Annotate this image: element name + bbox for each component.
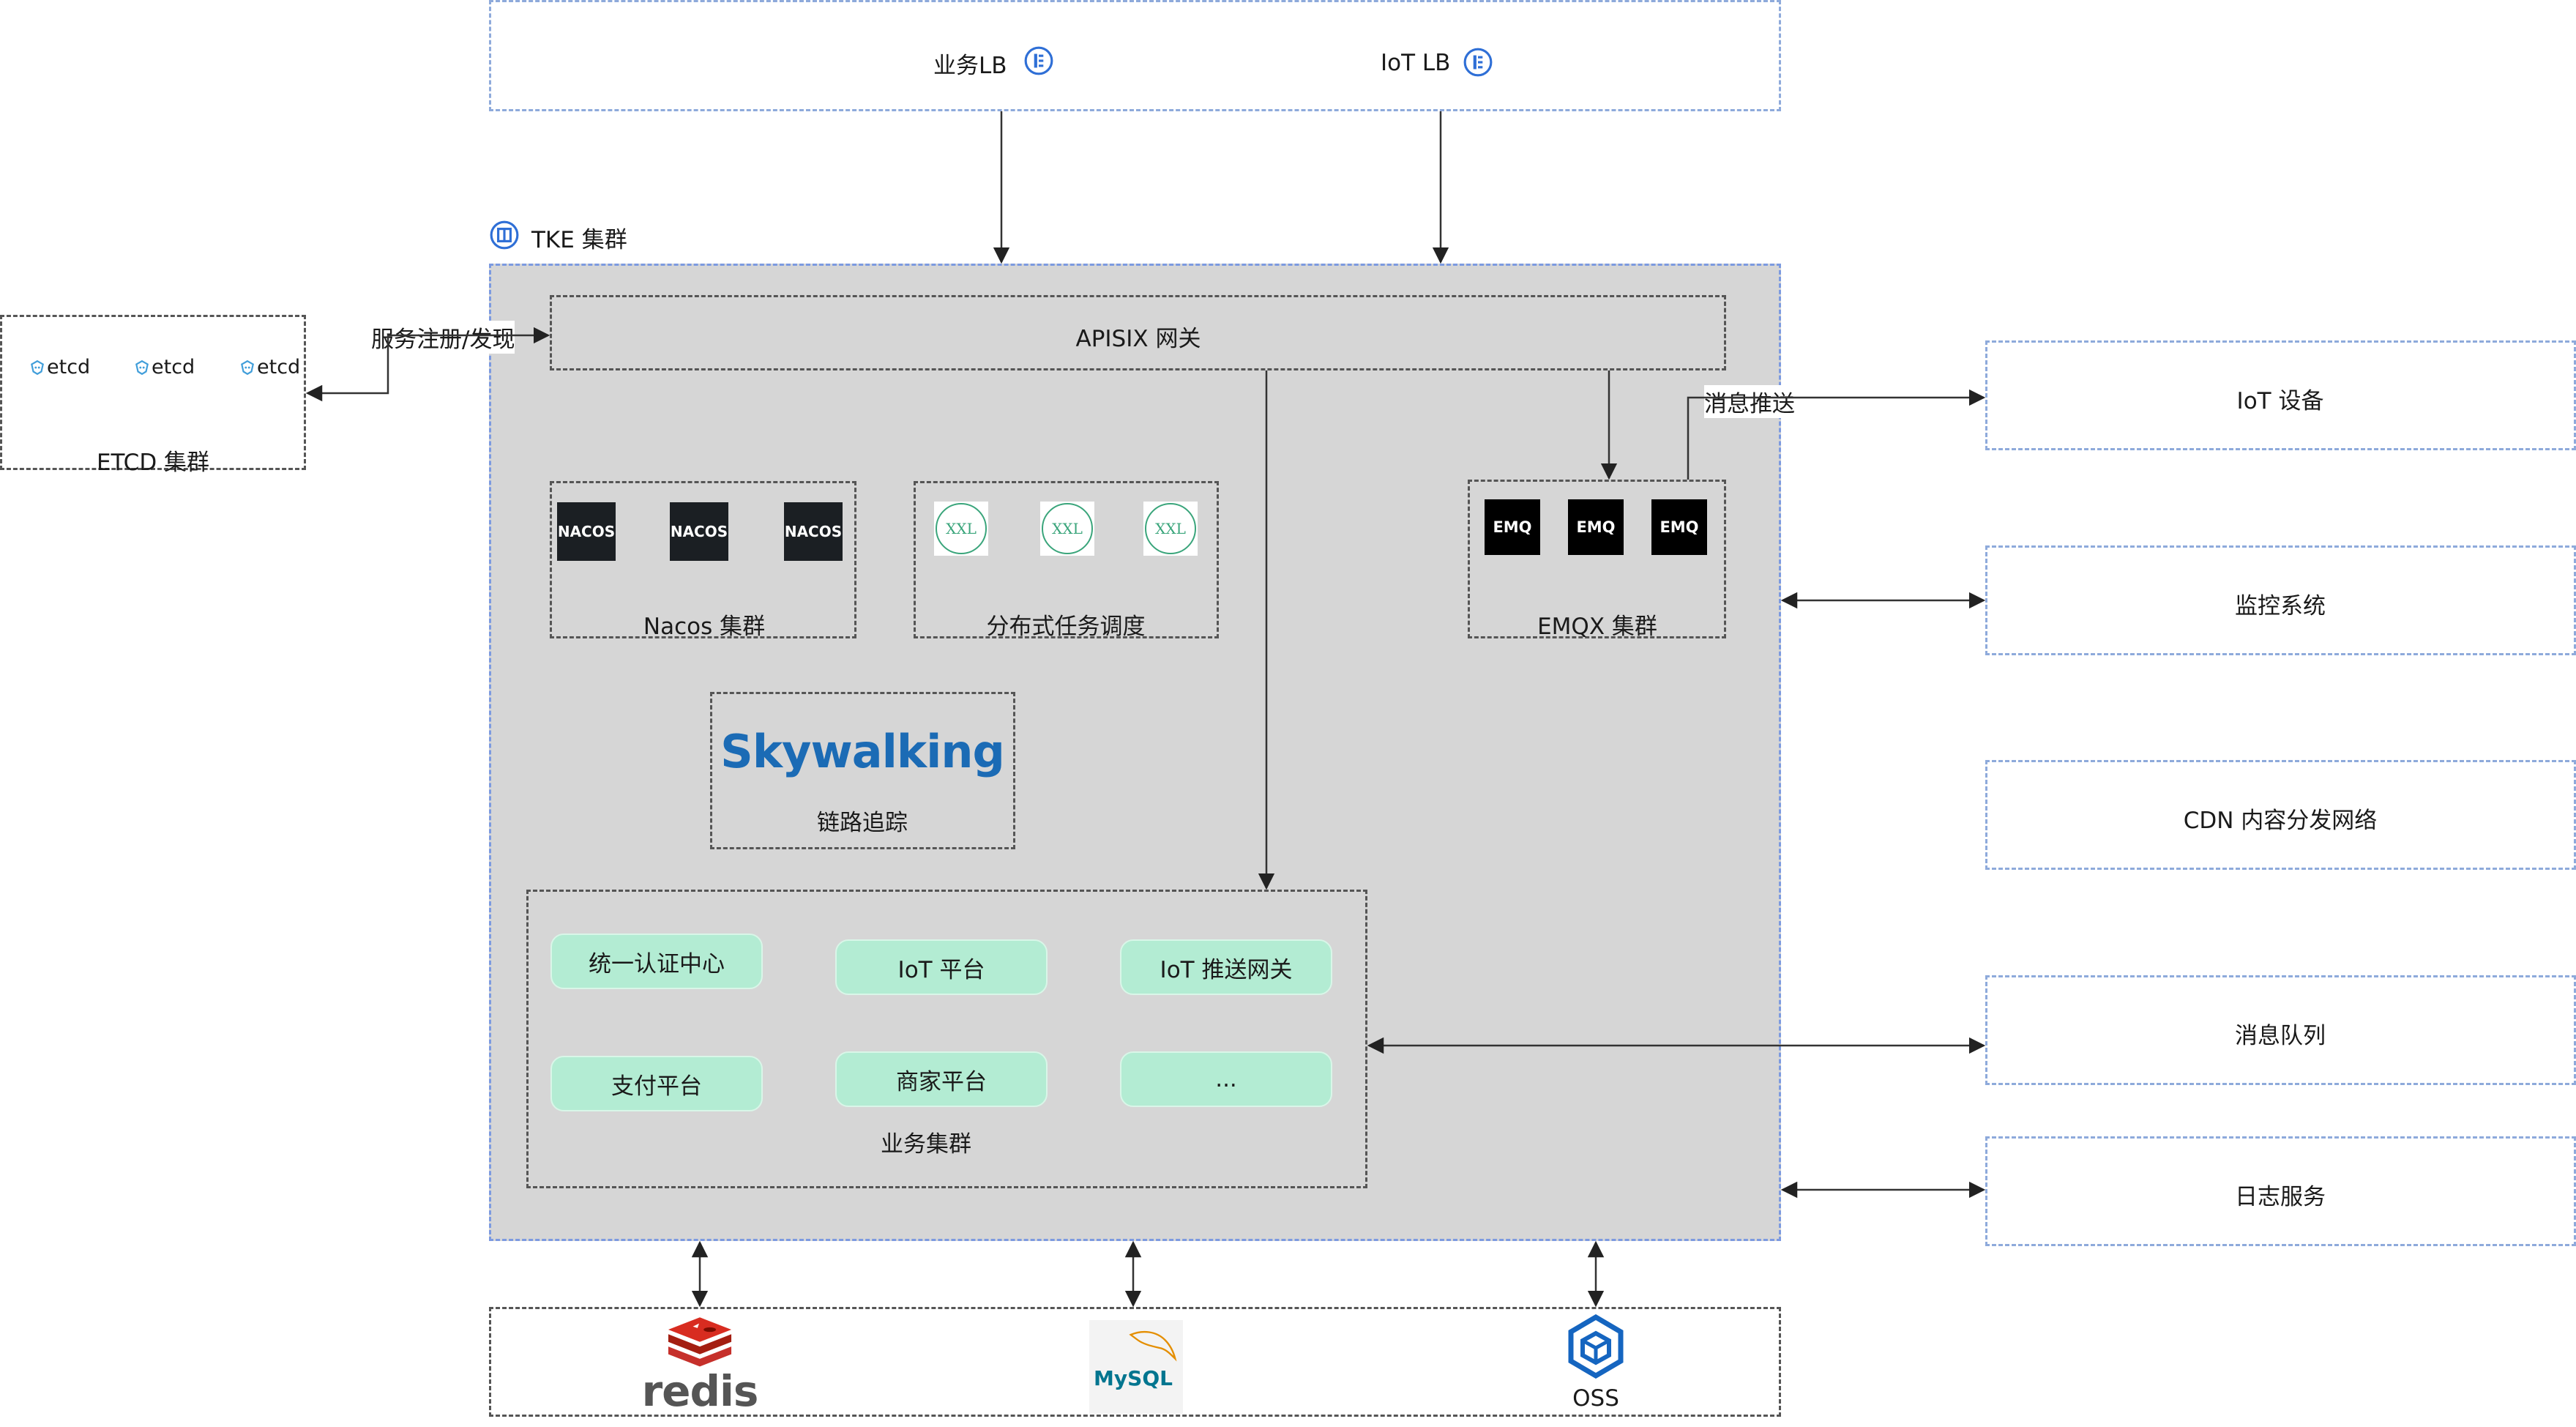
- etcd-cluster: [0, 315, 306, 470]
- iot-lb-label: IoT LB: [1381, 50, 1451, 76]
- xxl-job-logo-text: XXL: [1145, 503, 1196, 554]
- nacos-logo-icon: NACOS: [557, 502, 616, 561]
- logging-box: [1985, 1136, 2576, 1246]
- service-payment-platform: 支付平台: [550, 1056, 763, 1111]
- iot-device-box: [1985, 340, 2576, 450]
- oss-label: OSS: [1572, 1385, 1619, 1412]
- logging-label: 日志服务: [2235, 1184, 2326, 1210]
- task-scheduler-label: 分布式任务调度: [986, 614, 1146, 640]
- nacos-cluster-label: Nacos 集群: [643, 614, 766, 640]
- emq-logo-icon: EMQ: [1568, 499, 1624, 555]
- oss-icon: [1568, 1314, 1624, 1379]
- load-balancer-icon: [1463, 48, 1493, 77]
- service-iot-push-gateway: IoT 推送网关: [1120, 939, 1332, 995]
- load-balancer-box: [489, 0, 1781, 111]
- redis-label: redis: [641, 1366, 759, 1416]
- xxl-job-logo-icon: XXL: [1040, 502, 1094, 556]
- nacos-logo-icon: NACOS: [670, 502, 728, 561]
- xxl-job-logo-icon: XXL: [934, 502, 988, 556]
- tke-cluster-icon: [490, 220, 519, 250]
- mysql-dolphin-icon: [1129, 1330, 1177, 1362]
- task-scheduler-cluster: [914, 481, 1219, 638]
- etcd-icon: [31, 359, 44, 375]
- xxl-job-logo-icon: XXL: [1143, 502, 1198, 556]
- emq-logo-icon: EMQ: [1651, 499, 1707, 555]
- service-auth-center: 统一认证中心: [550, 934, 763, 989]
- etcd-icon: [135, 359, 149, 375]
- service-iot-platform: IoT 平台: [835, 939, 1048, 995]
- nacos-cluster: [550, 481, 856, 638]
- redis-icon: [668, 1317, 732, 1367]
- skywalking-logo: Skywalking: [720, 725, 1005, 778]
- etcd-node: etcd: [134, 356, 195, 379]
- biz-lb-label: 业务LB: [933, 53, 1007, 79]
- emq-logo-icon: EMQ: [1485, 499, 1540, 555]
- etcd-cluster-label: ETCD 集群: [96, 450, 210, 476]
- emqx-cluster-label: EMQX 集群: [1537, 614, 1657, 640]
- etcd-node: etcd: [239, 356, 300, 379]
- message-queue-label: 消息队列: [2235, 1023, 2326, 1049]
- monitoring-box: [1985, 545, 2576, 655]
- load-balancer-icon: [1024, 46, 1053, 75]
- xxl-job-logo-text: XXL: [1042, 503, 1093, 554]
- apisix-gateway: [550, 295, 1726, 370]
- mysql-tile: [1089, 1320, 1183, 1414]
- skywalking-box: [710, 692, 1015, 849]
- message-queue-box: [1985, 975, 2576, 1085]
- iot-device-label: IoT 设备: [2236, 388, 2324, 414]
- message-push-edge-label: 消息推送: [1704, 385, 1795, 418]
- skywalking-label: 链路追踪: [817, 810, 908, 836]
- xxl-job-logo-text: XXL: [936, 503, 987, 554]
- apisix-gateway-label: APISIX 网关: [1075, 326, 1201, 352]
- business-cluster: [526, 890, 1367, 1188]
- tke-cluster-title: TKE 集群: [531, 227, 627, 253]
- business-cluster-label: 业务集群: [881, 1131, 971, 1158]
- etcd-node-label: etcd: [257, 356, 301, 379]
- cdn-label: CDN 内容分发网络: [2183, 808, 2378, 834]
- service-more: ...: [1120, 1051, 1332, 1107]
- etcd-node: etcd: [29, 356, 90, 379]
- etcd-node-label: etcd: [152, 356, 195, 379]
- service-register-edge-label: 服务注册/发现: [371, 321, 515, 354]
- emqx-cluster: [1468, 480, 1726, 638]
- etcd-node-label: etcd: [47, 356, 91, 379]
- monitoring-label: 监控系统: [2235, 593, 2326, 619]
- cdn-box: [1985, 760, 2576, 870]
- mysql-label: MySQL: [1094, 1366, 1173, 1390]
- etcd-icon: [241, 359, 254, 375]
- nacos-logo-icon: NACOS: [784, 502, 843, 561]
- storage-box: [489, 1307, 1781, 1417]
- service-merchant-platform: 商家平台: [835, 1051, 1048, 1107]
